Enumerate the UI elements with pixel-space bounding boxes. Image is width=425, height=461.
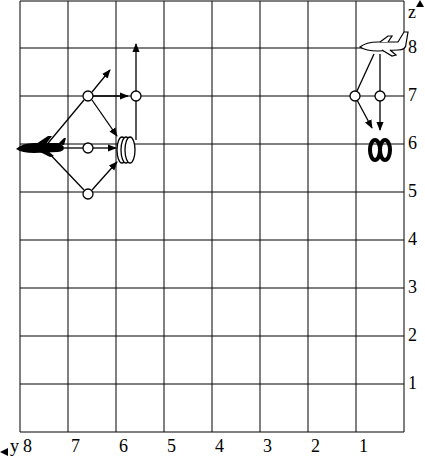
axis-tick-label: 8 — [23, 436, 32, 457]
axis-tick-label: 6 — [119, 436, 128, 457]
axis-tick-label: 5 — [408, 181, 417, 202]
right-aircraft — [360, 32, 408, 56]
axis-tick-label: 4 — [215, 436, 224, 457]
axis-tick-label: 2 — [311, 436, 320, 457]
left-tree — [44, 44, 141, 199]
right-rings — [370, 140, 390, 160]
axis-tick-label: 5 — [167, 436, 176, 457]
axis-name: y — [10, 436, 19, 457]
y-axis-arrow — [0, 448, 8, 456]
right-tree — [350, 54, 385, 130]
axis-tick-label: 3 — [408, 277, 417, 298]
axis-tick-label: 1 — [359, 436, 368, 457]
axis-tick-label: 4 — [408, 229, 417, 250]
axis-tick-label: 7 — [408, 85, 417, 106]
axis-tick-label: 8 — [408, 37, 417, 58]
axis-tick-label: 3 — [263, 436, 272, 457]
axis-tick-label: 7 — [71, 436, 80, 457]
axis-tick-label: 6 — [408, 133, 417, 154]
grid-lines — [20, 1, 404, 432]
axis-tick-label: 2 — [408, 325, 417, 346]
axis-tick-label: 1 — [408, 373, 417, 394]
z-axis-arrow — [416, 0, 424, 7]
axis-name: z — [408, 2, 416, 23]
left-aircraft — [16, 136, 66, 157]
